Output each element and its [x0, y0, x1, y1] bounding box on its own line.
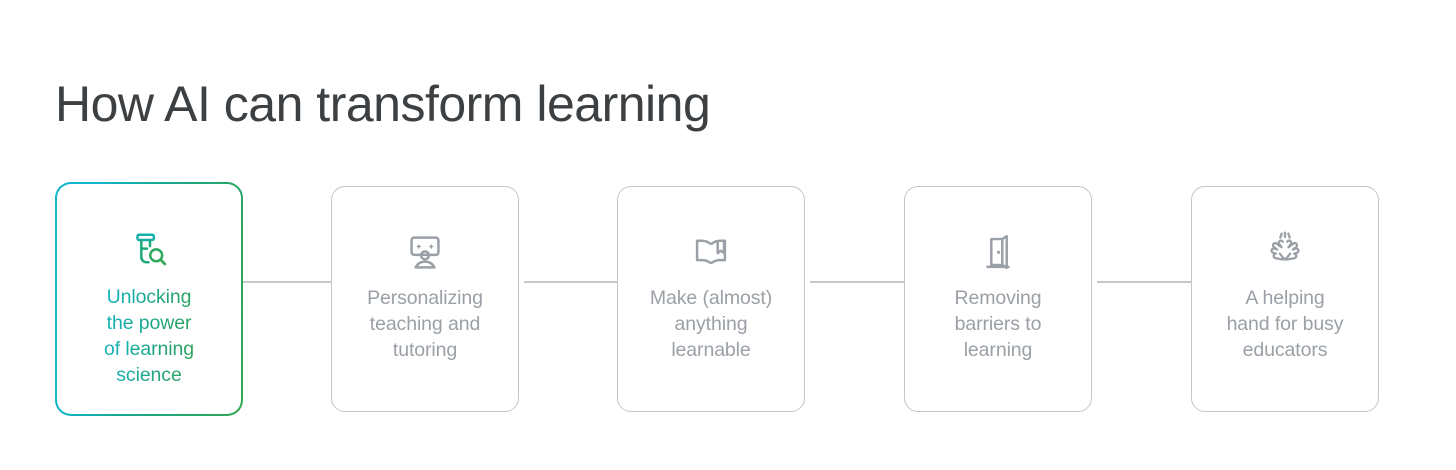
learning-flow-strip: Unlocking the power of learning science … — [0, 180, 1456, 430]
flow-card-label: Make (almost) anything learnable — [649, 287, 773, 361]
connector-line-3 — [810, 281, 907, 283]
connector-line-1 — [238, 281, 334, 283]
connector-line-2 — [524, 281, 620, 283]
flow-card-label: Removing barriers to learning — [954, 287, 1042, 361]
flow-card-removing-barriers[interactable]: Removing barriers to learning — [904, 186, 1092, 412]
screen-person-icon — [402, 229, 448, 275]
page-title: How AI can transform learning — [55, 75, 711, 132]
flow-card-unlocking-learning-science[interactable]: Unlocking the power of learning science — [55, 182, 243, 416]
open-book-icon — [688, 229, 734, 275]
flow-card-personalizing-teaching[interactable]: Personalizing teaching and tutoring — [331, 186, 519, 412]
flow-card-label: Personalizing teaching and tutoring — [367, 287, 483, 361]
clapping-hands-icon — [1262, 229, 1308, 275]
beaker-magnifier-icon — [126, 228, 172, 274]
flow-card-label: Unlocking the power of learning science — [94, 284, 204, 388]
flow-card-label: A helping hand for busy educators — [1226, 287, 1344, 361]
connector-line-4 — [1097, 281, 1193, 283]
flow-card-anything-learnable[interactable]: Make (almost) anything learnable — [617, 186, 805, 412]
open-door-icon — [975, 229, 1021, 275]
flow-card-helping-hand-educators[interactable]: A helping hand for busy educators — [1191, 186, 1379, 412]
